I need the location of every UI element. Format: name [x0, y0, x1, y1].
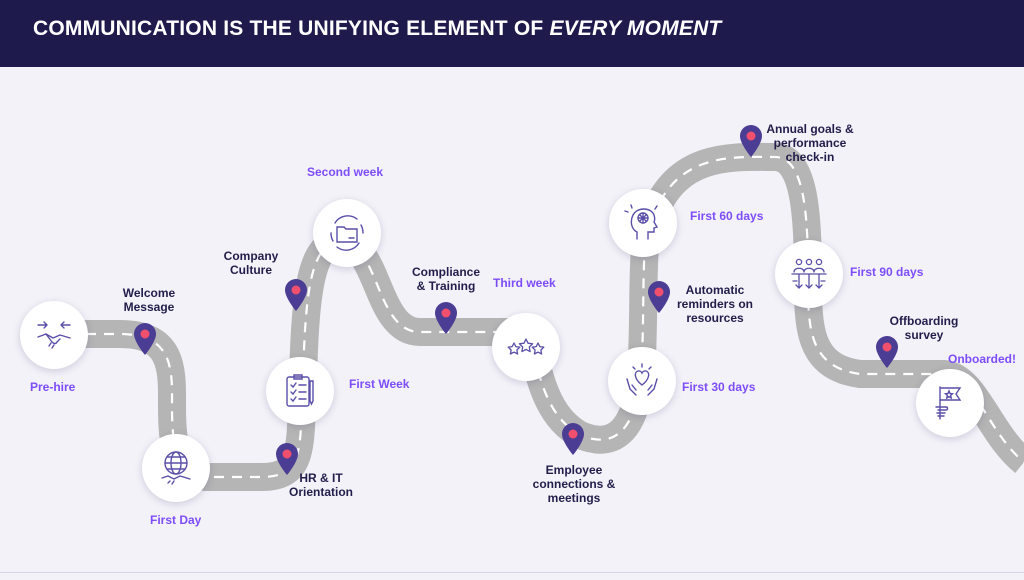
stage-node-first-30-days	[608, 347, 676, 415]
milestone-label-annual-goals: Annual goals & performance check-in	[766, 122, 854, 164]
checklist-icon	[286, 374, 314, 407]
stage-label-first-week: First Week	[349, 377, 410, 391]
title-emphasis: EVERY MOMENT	[549, 17, 722, 40]
stage-node-first-week	[266, 357, 334, 425]
milestone-label-employee-connections: Employee connections & meetings	[532, 463, 616, 505]
milestone-label-compliance-training: Compliance & Training	[411, 265, 480, 293]
stage-label-third-week: Third week	[493, 276, 556, 290]
globe-handshake-icon	[161, 451, 191, 485]
pin-compliance-training	[435, 302, 457, 334]
folder-cycle-icon	[330, 215, 364, 251]
heart-hands-icon	[626, 363, 658, 396]
stage-label-onboarded: Onboarded!	[948, 352, 1016, 366]
milestone-label-welcome-message: Welcome Message	[122, 286, 176, 314]
stage-label-first-60-days: First 60 days	[690, 209, 764, 223]
milestone-label-hr-it-orientation: HR & IT Orientation	[288, 471, 353, 499]
head-brain-icon	[624, 204, 659, 240]
stage-label-first-day: First Day	[150, 513, 202, 527]
milestone-label-offboarding-survey: Offboarding survey	[889, 314, 959, 342]
milestone-label-automatic-reminders: Automatic reminders on resources	[676, 283, 754, 325]
stage-node-pre-hire	[20, 301, 88, 369]
handshake-arrows-icon	[37, 321, 71, 349]
flag-hand-icon	[935, 386, 962, 420]
pin-company-culture	[285, 279, 307, 311]
pin-welcome-message	[134, 323, 156, 355]
stage-label-pre-hire: Pre-hire	[30, 380, 76, 394]
stage-node-first-60-days	[609, 189, 677, 257]
stage-label-first-90-days: First 90 days	[850, 265, 924, 279]
journey-diagram: Pre-hire First Day First Week Second wee…	[0, 67, 1024, 580]
stage-node-third-week	[492, 313, 560, 381]
stage-node-first-90-days	[775, 240, 843, 308]
stage-node-onboarded	[916, 369, 984, 437]
header-banner: COMMUNICATION IS THE UNIFYING ELEMENT OF…	[0, 0, 1024, 67]
stage-label-first-30-days: First 30 days	[682, 380, 756, 394]
stage-label-second-week: Second week	[307, 165, 384, 179]
pin-annual-goals	[740, 125, 762, 157]
stage-node-second-week	[313, 199, 381, 267]
milestone-label-company-culture: Company Culture	[223, 249, 279, 277]
title-main: COMMUNICATION IS THE UNIFYING ELEMENT OF	[33, 17, 550, 40]
pin-hr-it-orientation	[276, 443, 298, 475]
page-title: COMMUNICATION IS THE UNIFYING ELEMENT OF…	[33, 17, 721, 41]
stage-node-first-day	[142, 434, 210, 502]
bottom-divider	[0, 572, 1024, 573]
team-arrows-icon	[791, 258, 827, 289]
pin-offboarding-survey	[876, 336, 898, 368]
three-stars-icon	[507, 338, 545, 355]
pin-employee-connections	[562, 423, 584, 455]
pin-automatic-reminders	[648, 281, 670, 313]
